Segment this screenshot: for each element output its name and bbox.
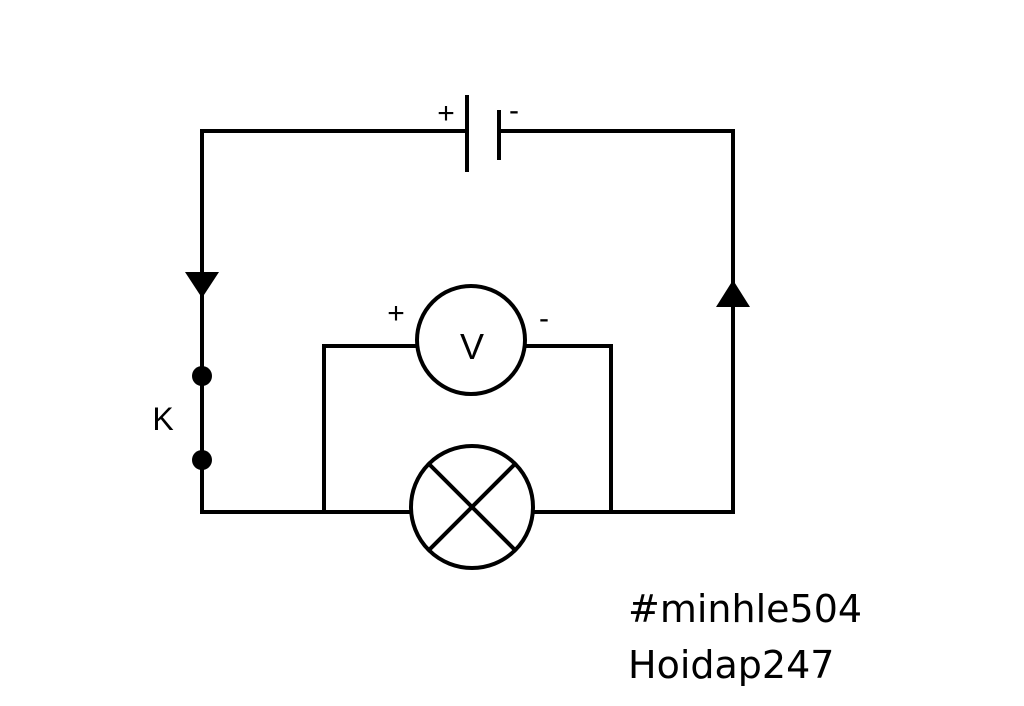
battery: + - [437, 94, 519, 172]
arrow-up-icon [716, 280, 750, 307]
switch-k: K [152, 366, 212, 470]
wire-bottom [200, 458, 414, 514]
wire-top-right [497, 129, 735, 514]
arrow-down-icon [185, 272, 219, 298]
voltmeter-minus-label: - [539, 302, 549, 335]
lamp [409, 444, 535, 570]
voltmeter: V + - [387, 284, 549, 396]
battery-plus-label: + [437, 97, 455, 130]
voltmeter-ring [415, 284, 527, 396]
voltmeter-wire-right [523, 344, 613, 514]
switch-contact-bottom [192, 450, 212, 470]
credit-line-2: Hoidap247 [628, 643, 834, 687]
credit-line-1: #minhle504 [628, 587, 862, 631]
switch-contact-top [192, 366, 212, 386]
switch-label: K [152, 401, 173, 437]
voltmeter-wire-left [322, 344, 420, 514]
voltmeter-letter: V [460, 326, 484, 367]
voltmeter-plus-label: + [387, 297, 405, 330]
lamp-cross-b [426, 461, 518, 553]
battery-minus-label: - [509, 94, 519, 127]
